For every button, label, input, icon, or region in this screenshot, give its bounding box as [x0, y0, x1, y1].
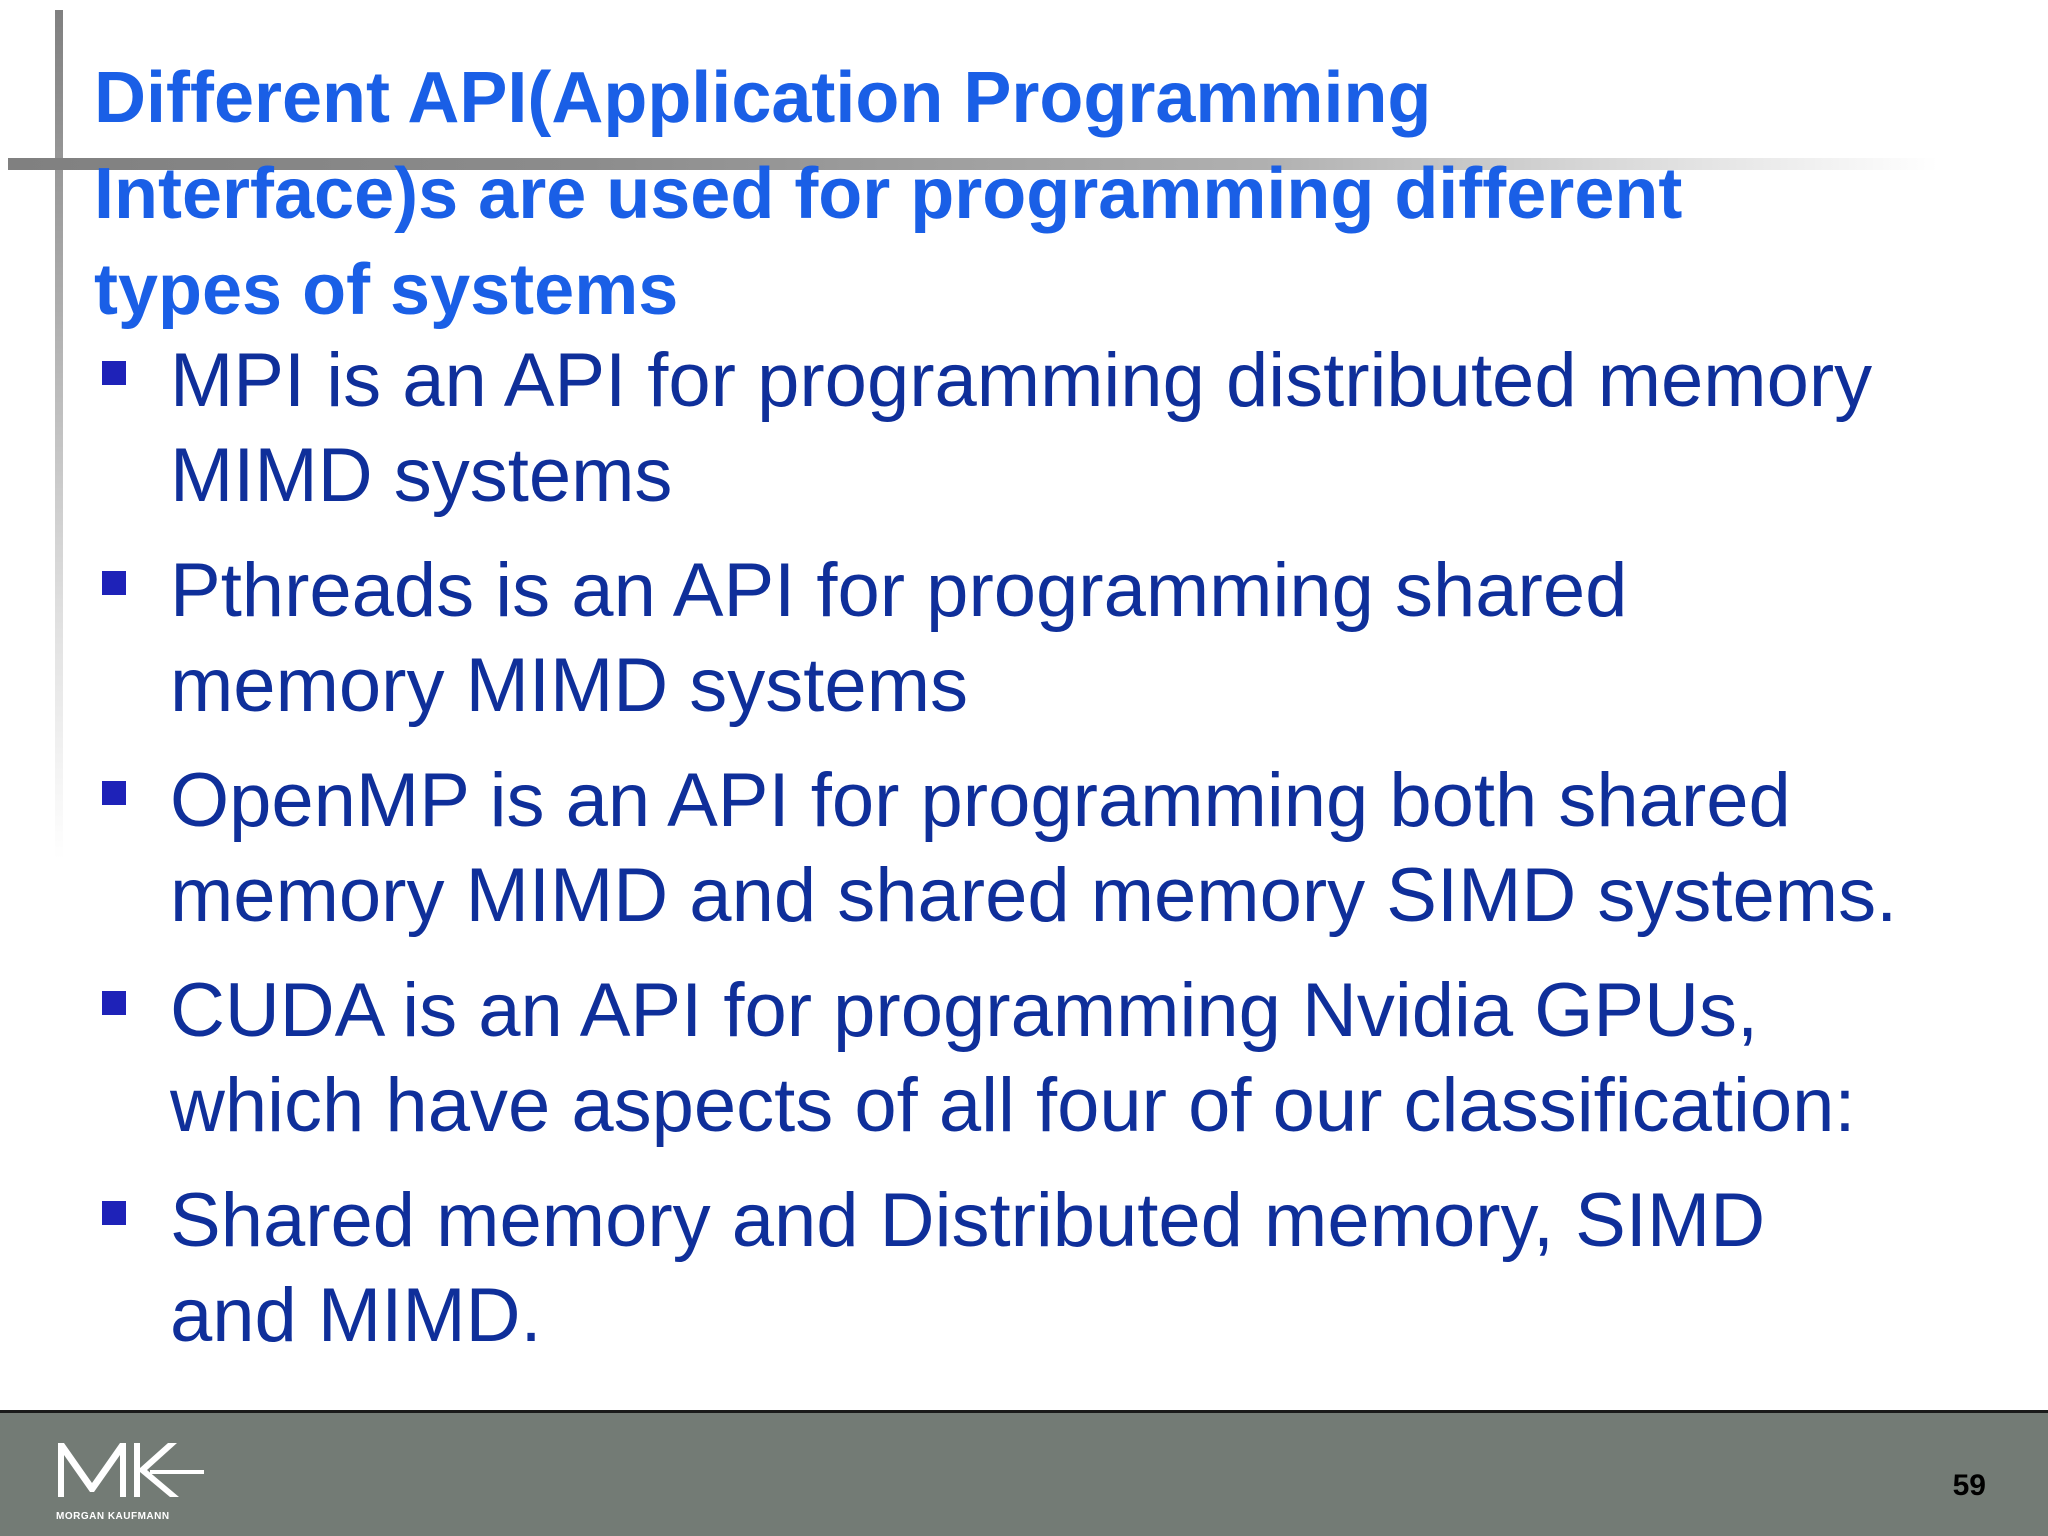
logo-subtext: MORGAN KAUFMANN [56, 1511, 170, 1522]
title-line: Interface)s are used for programming dif… [94, 154, 1683, 234]
page-number: 59 [1952, 1469, 1986, 1502]
bullet-item-openmp: OpenMP is an API for programming both sh… [0, 753, 2048, 943]
slide-title: Different API(Application Programming In… [94, 50, 1994, 338]
bullet-item-shared-distributed: Shared memory and Distributed memory, SI… [0, 1173, 2048, 1363]
bullet-text-line: memory MIMD and shared memory SIMD syste… [170, 853, 1898, 938]
bullet-text-line: MPI is an API for programming distribute… [170, 338, 1873, 423]
bullet-item-cuda: CUDA is an API for programming Nvidia GP… [0, 963, 2048, 1153]
square-bullet-icon [102, 1201, 126, 1225]
square-bullet-icon [102, 361, 126, 385]
bullet-text-line: Shared memory and Distributed memory, SI… [170, 1178, 1766, 1263]
bullet-text-line: MIMD systems [170, 433, 673, 518]
bullet-text-line: memory MIMD systems [170, 643, 968, 728]
footer-bar: MORGAN KAUFMANN 59 [0, 1410, 2048, 1536]
title-line: Different API(Application Programming [94, 58, 1432, 138]
bullet-text-line: and MIMD. [170, 1273, 542, 1358]
square-bullet-icon [102, 781, 126, 805]
title-line: types of systems [94, 250, 679, 330]
square-bullet-icon [102, 571, 126, 595]
bullet-text-line: which have aspects of all four of our cl… [170, 1063, 1856, 1148]
decorative-vertical-line [55, 10, 63, 860]
morgan-kaufmann-logo: MORGAN KAUFMANN [56, 1443, 204, 1522]
bullet-item-mpi: MPI is an API for programming distribute… [0, 333, 2048, 523]
bullet-item-pthreads: Pthreads is an API for programming share… [0, 543, 2048, 733]
bullet-text-line: Pthreads is an API for programming share… [170, 548, 1628, 633]
decorative-horizontal-line [8, 158, 1938, 170]
bullet-text-line: CUDA is an API for programming Nvidia GP… [170, 968, 1759, 1053]
square-bullet-icon [102, 991, 126, 1015]
bullet-text-line: OpenMP is an API for programming both sh… [170, 758, 1791, 843]
bullet-list: MPI is an API for programming distribute… [0, 333, 2048, 1383]
